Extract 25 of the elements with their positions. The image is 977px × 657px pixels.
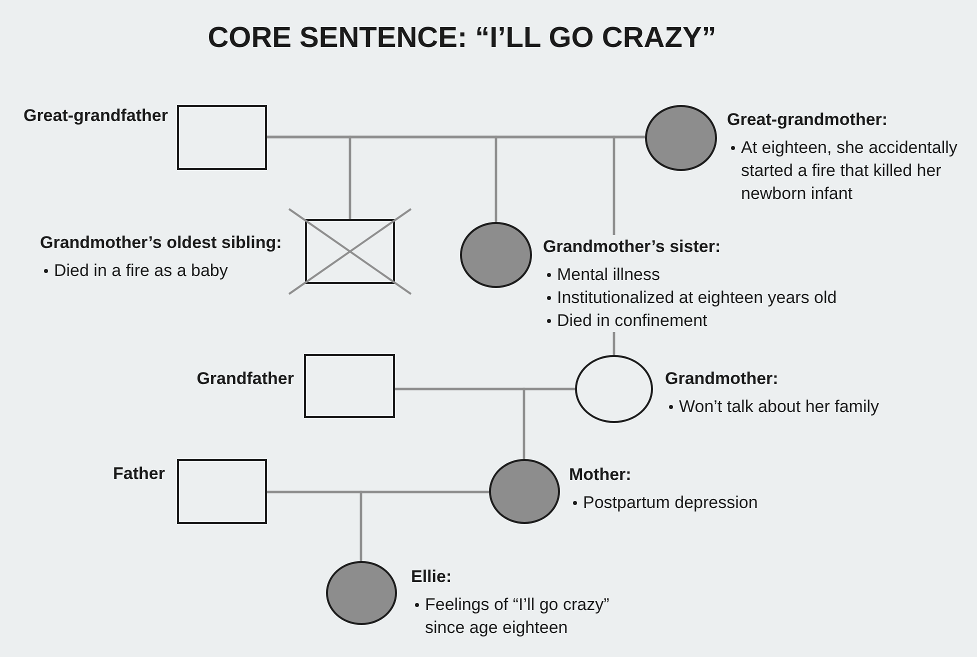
bullet-text: Postpartum depression: [583, 492, 758, 514]
bullet-text: Institutionalized at eighteen years old: [557, 287, 837, 309]
bullet-text: Won’t talk about her family: [679, 396, 879, 418]
bullet-text: Feelings of “I’ll go crazy” since age eighteen: [425, 594, 610, 639]
bullet-text: At eighteen, she accidentally started a fire that killed her newborn infant: [741, 137, 958, 205]
person-label: Great-grandfather: [23, 105, 168, 127]
bullet-text: Died in a fire as a baby: [54, 260, 228, 282]
connector-line: [360, 490, 489, 561]
pedigree-square: [177, 105, 267, 170]
pedigree-square: [304, 354, 395, 418]
pedigree-circle: [575, 355, 653, 423]
pedigree-square: [305, 219, 395, 284]
person-label: Grandfather: [196, 368, 294, 390]
pedigree-square: [177, 459, 267, 524]
diagram-title: CORE SENTENCE: “I’LL GO CRAZY”: [208, 21, 716, 55]
connector-line: [522, 388, 575, 459]
person-label: Grandmother’s oldest sibling:: [40, 232, 282, 254]
person-label: Ellie:: [411, 566, 452, 588]
person-label: Grandmother’s sister:: [543, 236, 721, 258]
person-label: Grandmother:: [665, 368, 778, 390]
bullet-text: Mental illness: [557, 264, 660, 286]
person-label: Great-grandmother:: [727, 109, 888, 131]
bullet-text: Died in confinement: [557, 310, 708, 332]
person-label: Mother:: [569, 464, 632, 486]
person-label: Father: [113, 463, 165, 485]
